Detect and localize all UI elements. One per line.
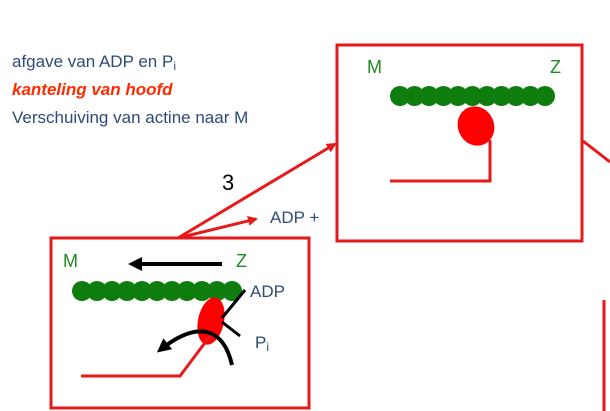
adp-pointer-line — [220, 289, 247, 319]
actin-bead — [102, 281, 122, 301]
actin-bead — [448, 86, 468, 106]
pi-pointer-line — [221, 320, 241, 338]
actin-bead — [117, 281, 137, 301]
transition-arrow — [177, 142, 337, 240]
actin-bead — [419, 86, 439, 106]
myosin-head-before — [197, 297, 225, 345]
panel-before-z-label: Z — [236, 251, 247, 271]
myosin-tail-after — [390, 140, 492, 183]
release-label: ADP + — [270, 208, 320, 227]
actin-bead — [477, 86, 497, 106]
actin-filament-before — [72, 281, 242, 301]
actin-bead — [87, 281, 107, 301]
release-arrow — [177, 216, 258, 240]
panel-before-pi-text: P — [255, 333, 267, 352]
caption-line-3: Verschuiving van actine naar M — [12, 108, 249, 127]
actin-bead — [177, 281, 197, 301]
actin-bead — [192, 281, 212, 301]
actin-bead — [72, 281, 92, 301]
panel-before-m-label: M — [63, 251, 78, 271]
rotation-arrow — [156, 329, 234, 366]
panel-after-m-label: M — [367, 57, 382, 77]
caption-line-1-subscript: i — [173, 59, 177, 74]
actin-bead — [404, 86, 425, 106]
actin-bead — [162, 281, 182, 301]
exit-connector — [582, 139, 610, 164]
actin-bead — [506, 86, 526, 106]
actin-bead — [433, 86, 454, 106]
caption-line-2: kanteling van hoofd — [12, 80, 173, 99]
panel-before-pi-label: Pi — [255, 333, 269, 354]
actin-bead — [535, 86, 555, 106]
myosin-head-after — [457, 106, 495, 146]
panel-after-frame — [335, 43, 584, 243]
caption-line-1: afgave van ADP en Pi — [12, 52, 176, 73]
actin-bead — [520, 86, 541, 106]
actin-bead — [462, 86, 483, 106]
myosin-tail-before — [81, 335, 212, 378]
actin-bead — [147, 281, 167, 301]
step-number: 3 — [222, 170, 235, 195]
actin-bead — [491, 86, 512, 106]
panel-before-pi-subscript: i — [266, 340, 270, 355]
panel-after-z-label: Z — [550, 57, 561, 77]
actin-bead — [222, 281, 242, 301]
caption-line-1-text: afgave van ADP en P — [12, 52, 174, 71]
panel-before-adp-label: ADP — [250, 282, 285, 301]
actin-filament-after — [390, 86, 555, 106]
actin-bead — [207, 281, 227, 301]
actin-bead — [132, 281, 152, 301]
actin-bead — [390, 86, 410, 106]
